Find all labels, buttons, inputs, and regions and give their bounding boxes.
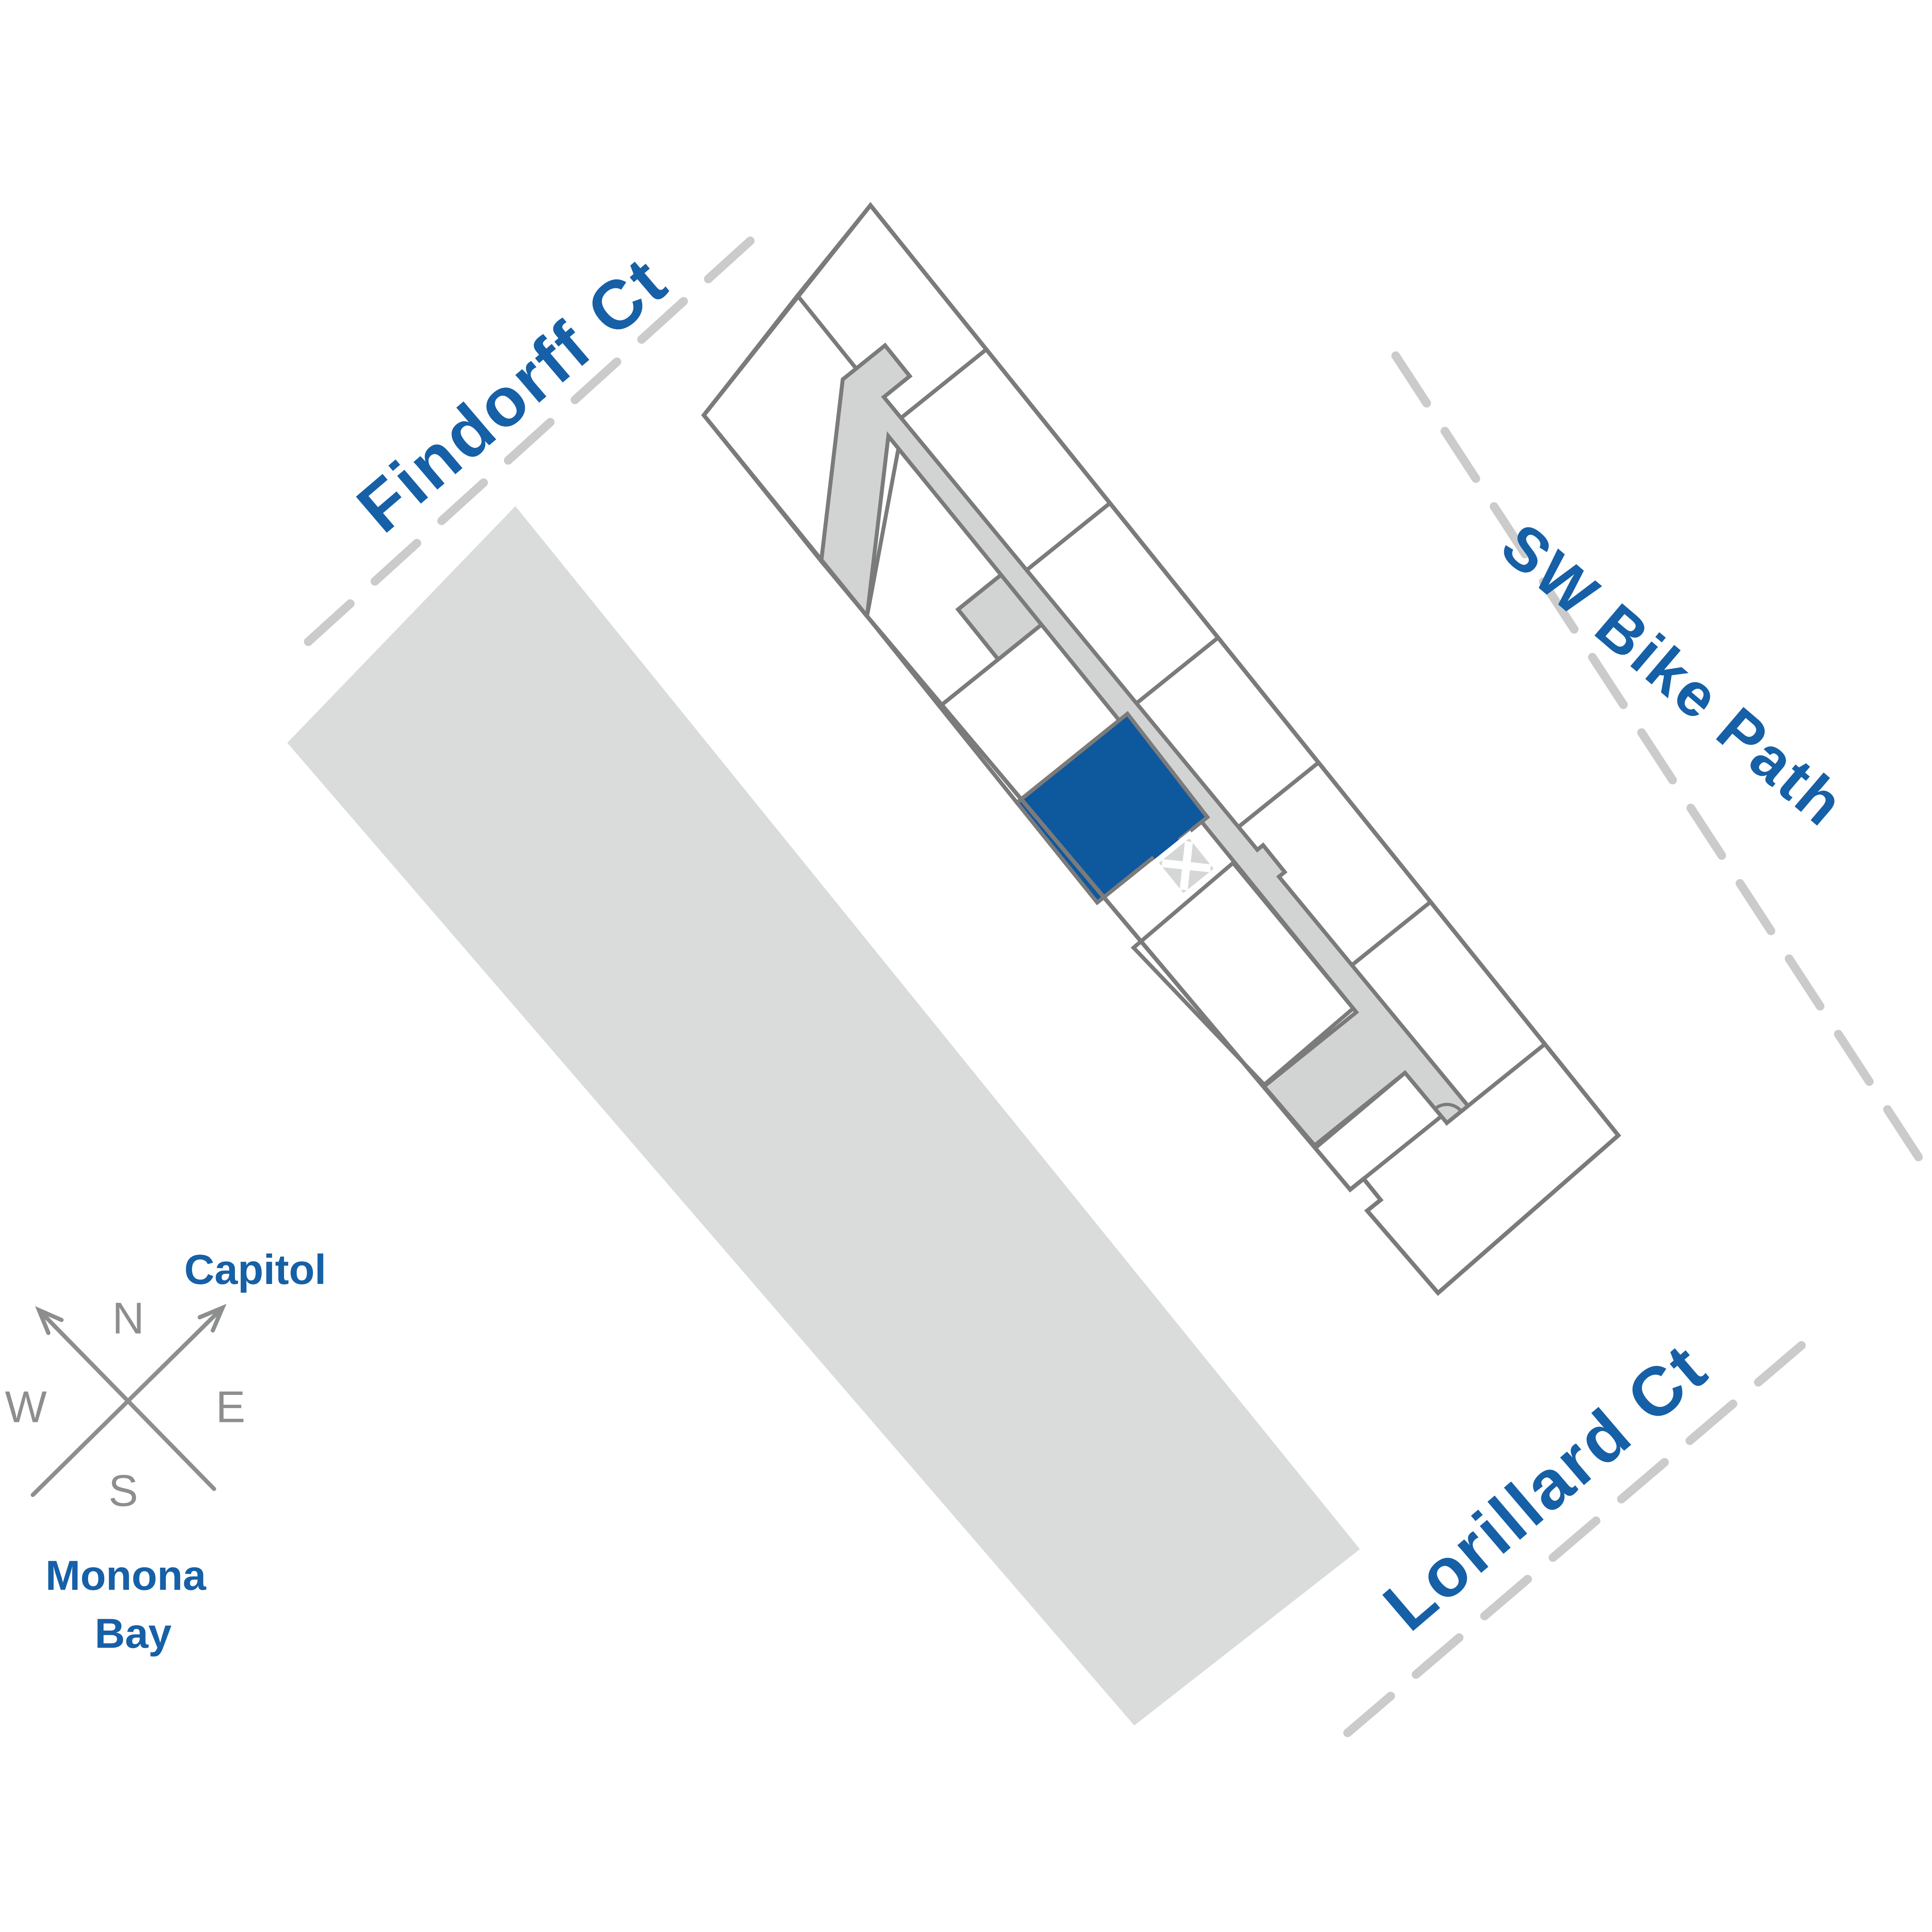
street-label-lorillard: Lorillard Ct bbox=[1369, 1328, 1722, 1645]
compass-south-label: S bbox=[109, 1466, 138, 1516]
landmark-capitol: Capitol bbox=[184, 1246, 327, 1293]
lorillard-street-line bbox=[1343, 1340, 1807, 1737]
door-arc bbox=[1434, 1103, 1463, 1112]
compass-rose-icon: N W E S bbox=[5, 1294, 245, 1516]
street-label-bike-path: SW Bike Path bbox=[1489, 510, 1858, 840]
findorff-street-line bbox=[304, 217, 776, 646]
bike-path-line bbox=[1391, 351, 1928, 1169]
landmark-bay: Bay bbox=[95, 1610, 172, 1657]
compass-east-label: E bbox=[216, 1383, 245, 1432]
landmark-monona: Monona bbox=[46, 1552, 207, 1599]
street-label-findorff: Findorff Ct bbox=[343, 242, 682, 547]
compass-west-label: W bbox=[5, 1383, 47, 1432]
stairs-marker-icon bbox=[1151, 830, 1221, 901]
adjacent-building-mass bbox=[287, 506, 1360, 1726]
compass-north-label: N bbox=[112, 1294, 144, 1343]
building-footprint bbox=[701, 202, 1621, 1296]
building-outline bbox=[701, 202, 1621, 1296]
